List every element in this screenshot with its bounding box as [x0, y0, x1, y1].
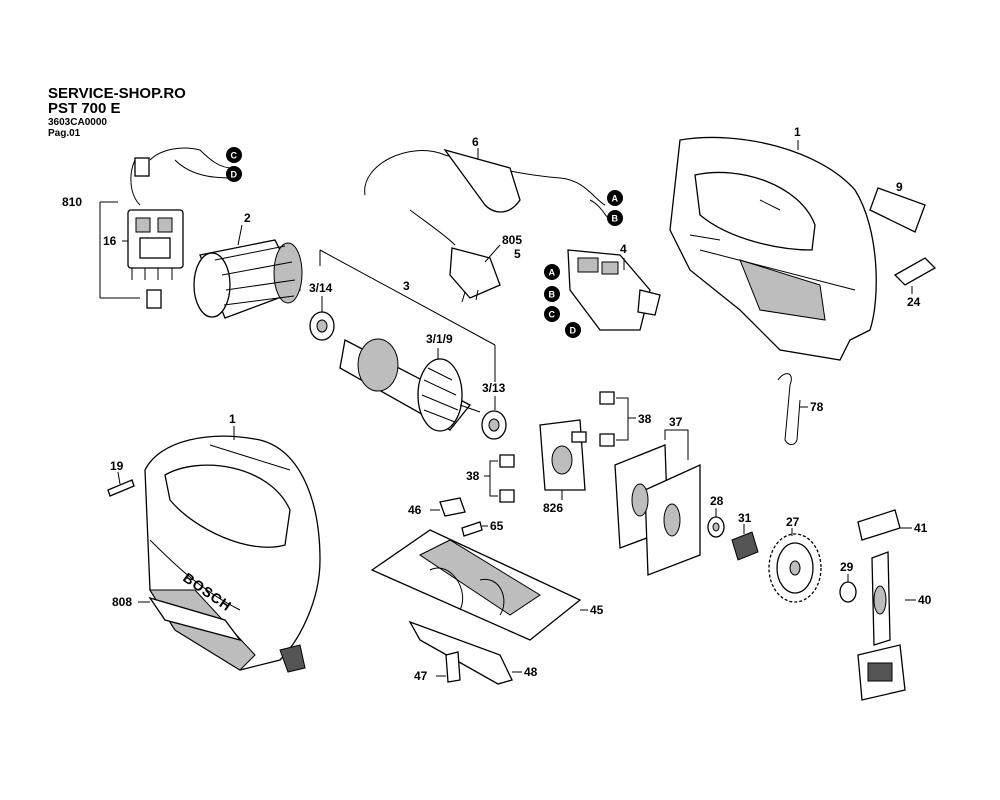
svg-text:C: C	[549, 310, 556, 320]
bearing-3-14	[309, 311, 335, 341]
switch-assembly-810	[99, 147, 233, 309]
connector-c-switch: C	[544, 306, 560, 322]
svg-text:B: B	[612, 214, 619, 224]
nut-46	[430, 497, 466, 517]
label-40: 40	[918, 593, 932, 607]
svg-text:D: D	[570, 326, 577, 336]
connector-b-switch: B	[544, 286, 560, 302]
guide-41	[857, 509, 912, 541]
guide-plates-37	[614, 429, 701, 576]
label-46: 46	[408, 503, 422, 517]
label-3: 3	[403, 279, 410, 293]
label-plate-9	[869, 187, 926, 233]
pinion-31	[731, 524, 759, 561]
page-number: Pag.01	[48, 128, 81, 139]
label-38-top: 38	[638, 412, 652, 426]
label-6: 6	[472, 135, 479, 149]
label-5: 5	[514, 247, 521, 261]
label-24: 24	[907, 295, 921, 309]
spring-wire-78	[777, 373, 808, 445]
gear-27	[768, 528, 822, 603]
model-name: PST 700 E	[48, 100, 121, 117]
power-cord-6	[364, 148, 609, 219]
spring-65	[461, 521, 488, 537]
label-41: 41	[914, 521, 928, 535]
label-826: 826	[543, 501, 563, 515]
label-9: 9	[896, 180, 903, 194]
armature-bracket	[319, 249, 496, 382]
field-stator-2	[193, 224, 303, 319]
label-4: 4	[620, 242, 627, 256]
label-1-bottom: 1	[229, 412, 236, 426]
roller-29	[839, 574, 857, 603]
label-78: 78	[810, 400, 824, 414]
screw-19	[107, 471, 135, 497]
washer-28	[707, 508, 725, 538]
lifting-rod-40	[857, 551, 916, 701]
bearing-3-13	[481, 410, 507, 440]
base-cover-808	[138, 596, 242, 642]
connector-a-cord: A	[607, 190, 623, 206]
label-810: 810	[62, 195, 82, 209]
switch-4	[567, 249, 661, 331]
label-48: 48	[524, 665, 538, 679]
label-1-top: 1	[794, 125, 801, 139]
label-16: 16	[103, 234, 117, 248]
label-45: 45	[590, 603, 604, 617]
connector-a-switch: A	[544, 264, 560, 280]
label-47: 47	[414, 669, 428, 683]
part-code: 3603CA0000	[48, 117, 107, 128]
housing-half-1-top	[669, 136, 877, 361]
connector-b-cord: B	[607, 210, 623, 226]
label-3-14: 3/14	[309, 281, 333, 295]
clips-38-left	[484, 454, 515, 503]
holder-826	[539, 419, 587, 500]
screw-47	[436, 651, 461, 683]
label-37: 37	[669, 415, 683, 429]
plug-805	[409, 209, 501, 303]
label-3-1-9: 3/1/9	[426, 332, 453, 346]
key-24	[893, 257, 937, 294]
connector-d-top: D	[226, 166, 242, 182]
label-28: 28	[710, 494, 724, 508]
armature-3-1-9	[339, 338, 481, 432]
label-27: 27	[786, 515, 800, 529]
svg-text:D: D	[231, 170, 238, 180]
base-plate-45	[370, 529, 588, 641]
label-808: 808	[112, 595, 132, 609]
svg-text:A: A	[612, 194, 619, 204]
label-38-left: 38	[466, 469, 480, 483]
connector-d-switch: D	[565, 322, 581, 338]
connector-c-top: C	[226, 147, 242, 163]
label-805: 805	[502, 233, 522, 247]
label-29: 29	[840, 560, 854, 574]
svg-text:C: C	[231, 151, 238, 161]
label-19: 19	[110, 459, 124, 473]
label-31: 31	[738, 511, 752, 525]
svg-text:B: B	[549, 290, 556, 300]
clips-38-top	[599, 391, 636, 447]
svg-text:A: A	[549, 268, 556, 278]
label-2: 2	[244, 211, 251, 225]
shop-name: SERVICE-SHOP.RO	[48, 85, 186, 102]
label-3-13: 3/13	[482, 381, 506, 395]
lever-48	[408, 620, 522, 685]
label-65: 65	[490, 519, 504, 533]
